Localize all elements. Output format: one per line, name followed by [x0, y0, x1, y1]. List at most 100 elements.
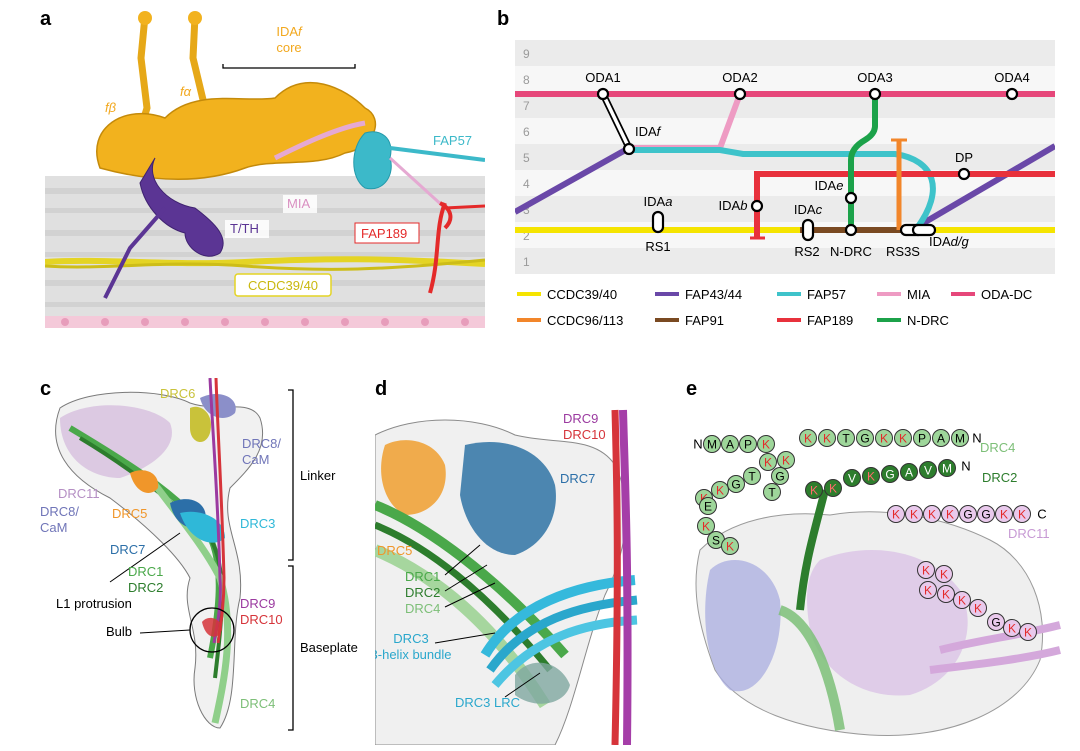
- station-ndrc: [844, 223, 858, 237]
- panel-letter-b: b: [497, 8, 510, 30]
- mia-label-box: [283, 195, 317, 213]
- fap57-complex: [353, 131, 392, 190]
- drc2-leader: [444, 564, 488, 592]
- linker-bracket: [288, 389, 294, 561]
- svg-text:M: M: [955, 432, 965, 446]
- svg-text:K: K: [762, 438, 770, 452]
- ccdc-label: CCDC39/40: [248, 278, 318, 293]
- svg-text:V: V: [924, 464, 932, 478]
- legend-label-fap189: FAP189: [807, 313, 853, 328]
- panel-letter-e: e: [686, 378, 698, 400]
- svg-text:K: K: [942, 588, 950, 602]
- drc2-helix: [375, 521, 553, 673]
- drc3-lrc: [515, 662, 570, 704]
- legend-label-n-drc: N-DRC: [907, 313, 949, 328]
- drc11-label: DRC11: [58, 486, 100, 501]
- t-th-tether: [103, 206, 167, 299]
- stations: [596, 87, 1019, 237]
- fap57-extension: [389, 146, 485, 162]
- fap189-line: [754, 171, 1055, 238]
- oda1-idaf-connector-inner: [601, 93, 631, 149]
- ida-core-label: IDAf: [276, 24, 303, 39]
- svg-text:K: K: [922, 564, 930, 578]
- label-ndrc: N-DRC: [830, 244, 872, 259]
- ccdc39-40-coil: [45, 256, 485, 267]
- svg-text:P: P: [918, 432, 926, 446]
- drc9-label: DRC9: [563, 411, 598, 426]
- fap57-extension-2: [388, 156, 447, 210]
- drc4-residue: E: [699, 497, 717, 515]
- svg-text:K: K: [867, 470, 875, 484]
- drc4-residue: K: [759, 453, 777, 471]
- label-rs2: RS2: [794, 244, 819, 259]
- f-beta-label: fβ: [105, 100, 117, 115]
- row-numbers: 9 8 7 6 5 4 3 2 1: [523, 47, 530, 269]
- svg-text:G: G: [731, 478, 740, 492]
- panel-letter-a: a: [40, 8, 52, 30]
- label-rs1: RS1: [645, 239, 670, 254]
- drc4-green-region: [778, 605, 845, 731]
- svg-text:E: E: [704, 500, 712, 514]
- label-idaf: IDAf: [635, 124, 662, 139]
- svg-text:K: K: [899, 432, 907, 446]
- station-idae: [844, 191, 858, 205]
- bulb-density: [202, 617, 222, 637]
- drc11-residue: K: [937, 585, 955, 603]
- drc2-residue: G: [881, 465, 899, 483]
- drc2-residue: M: [938, 459, 956, 477]
- svg-text:T: T: [768, 486, 776, 500]
- drc4-residue: G: [771, 467, 789, 485]
- svg-text:K: K: [829, 482, 837, 496]
- drc3-lrc-label: DRC3 LRC: [455, 695, 520, 710]
- svg-text:K: K: [910, 508, 918, 522]
- label-dp: DP: [955, 150, 973, 165]
- svg-text:G: G: [775, 470, 784, 484]
- drc1-label: DRC1: [405, 569, 440, 584]
- svg-text:K: K: [940, 568, 948, 582]
- svg-text:G: G: [963, 508, 972, 522]
- svg-text:V: V: [848, 472, 856, 486]
- svg-text:P: P: [744, 438, 752, 452]
- svg-text:G: G: [860, 432, 869, 446]
- drc3-leader: [434, 632, 496, 644]
- drc1-leader: [444, 544, 481, 576]
- mia-label: MIA: [287, 196, 310, 211]
- svg-text:K: K: [716, 484, 724, 498]
- t-th-label: T/TH: [230, 221, 259, 236]
- drc2-label: DRC2: [982, 470, 1017, 485]
- t-th-label-box: [225, 220, 269, 238]
- drc4-residue: T: [837, 429, 855, 447]
- drc8-cam-left-label-1: DRC8/: [40, 504, 79, 519]
- drc4-residue: K: [711, 481, 729, 499]
- baseplate-label: Baseplate: [300, 640, 358, 655]
- drc10-coil: [611, 409, 621, 745]
- drc2-residue: V: [843, 469, 861, 487]
- station-oda1: [596, 87, 610, 101]
- fap57-label: FAP57: [433, 133, 472, 148]
- legend-label-ccdc96-113: CCDC96/113: [547, 313, 623, 328]
- l1-protrusion-label: L1 protrusion: [56, 596, 132, 611]
- station-idadg: [911, 223, 937, 237]
- drc9-label: DRC9: [240, 596, 275, 611]
- label-oda2: ODA2: [722, 70, 757, 85]
- drc4-residue: K: [894, 429, 912, 447]
- svg-text:G: G: [981, 508, 990, 522]
- drc3-bundle-1: [480, 575, 636, 658]
- svg-text:K: K: [946, 508, 954, 522]
- drc10-label: DRC10: [240, 612, 283, 627]
- drc11-residue: G: [977, 505, 995, 523]
- drc4-leader: [444, 582, 496, 608]
- mia-complex: [273, 120, 366, 161]
- drc4-residue: M: [703, 435, 721, 453]
- legend-label-fap91: FAP91: [685, 313, 724, 328]
- drc1-label: DRC1: [128, 564, 163, 579]
- drc4-residue: K: [875, 429, 893, 447]
- legend-label-ccdc39-40: CCDC39/40: [547, 287, 617, 302]
- linker-label: Linker: [300, 468, 336, 483]
- row-8: 8: [523, 73, 530, 87]
- double-stations: [651, 210, 937, 242]
- drc2-helix: [796, 489, 829, 611]
- svg-text:K: K: [764, 456, 772, 470]
- svg-text:K: K: [924, 584, 932, 598]
- station-idab: [750, 199, 764, 213]
